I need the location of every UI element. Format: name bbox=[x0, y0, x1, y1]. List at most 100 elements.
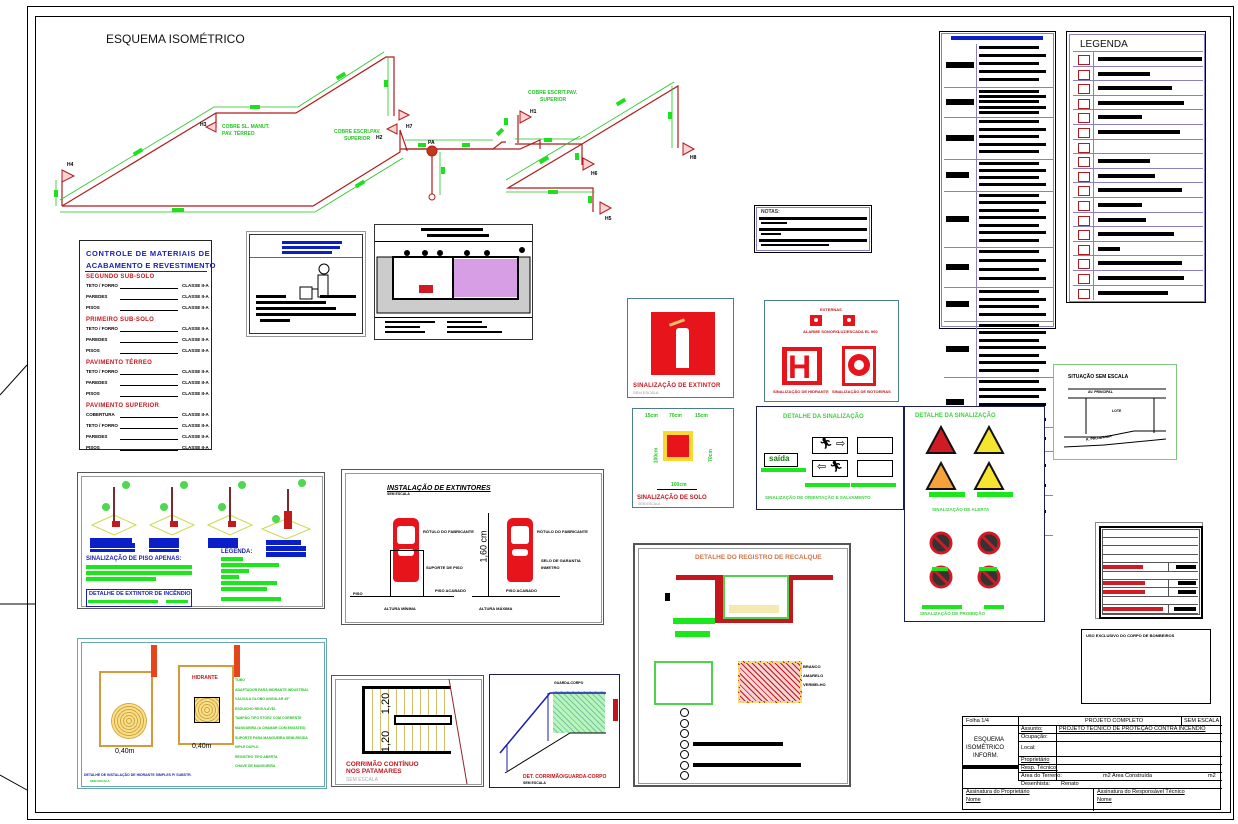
recalque-title: DETALHE DO REGISTRO DE RECALQUE bbox=[695, 554, 822, 561]
extinguisher-on-wall bbox=[507, 518, 533, 582]
label-piso: PISO bbox=[353, 591, 363, 596]
scale-note: SEM ESCALA bbox=[523, 781, 546, 785]
summary-row bbox=[1102, 587, 1198, 597]
extinguisher-icon bbox=[676, 328, 689, 368]
dim-label bbox=[538, 155, 550, 165]
materials-class: CLASSE II-A bbox=[182, 283, 209, 288]
alert-sign-panel: DETALHE DA SINALIZAÇÃO SINALIZAÇÃO DE AL… bbox=[904, 406, 1045, 622]
legend-row bbox=[1073, 153, 1203, 169]
occupancy-label: Ocupação: bbox=[1021, 734, 1048, 740]
materials-section-title: PAVIMENTO TÉRREO bbox=[86, 360, 153, 366]
designer-label: Desenhista: bbox=[1021, 781, 1051, 787]
label-acabado: PISO ACABADO bbox=[435, 588, 466, 593]
materials-class: CLASSE II-A bbox=[182, 445, 209, 450]
recalque-panel: DETALHE DO REGISTRO DE RECALQUE BRANCO A… bbox=[633, 543, 851, 787]
guardrail-top-label: GUARDA-CORPO bbox=[554, 681, 584, 685]
height-label: 1,60 cm bbox=[478, 530, 489, 563]
alarm-label: ALARME SONORO bbox=[803, 329, 839, 334]
hydrant-item: CHAVE DE MANGUEIRA bbox=[235, 764, 276, 769]
note-line: COBRE ESCRIT.PAV. bbox=[528, 90, 578, 96]
hydrant-sign-panel: EXTERNAS ALARME SONORO LUZ/ESCADA EL 960… bbox=[764, 300, 899, 402]
valve-icon bbox=[1078, 142, 1090, 153]
legend-panel: LEGENDA bbox=[1066, 31, 1206, 303]
tech-resp-label: Resp. Técnico: bbox=[1021, 765, 1058, 771]
install-title: INSTALAÇÃO DE EXTINTORES bbox=[387, 485, 491, 492]
dim-label bbox=[132, 147, 144, 157]
hydrant-symbol bbox=[582, 157, 596, 171]
hydrant-item: ESGUICHO REGULÁVEL bbox=[235, 706, 277, 711]
control-panel-icon bbox=[1078, 230, 1090, 241]
owner-name-label: Nome bbox=[966, 797, 981, 803]
extinguisher-caption: SINALIZAÇÃO DE EXTINTOR bbox=[633, 383, 721, 389]
hydrant-item: TUBO bbox=[235, 678, 245, 682]
materials-class: CLASSE II-A bbox=[182, 326, 209, 331]
dim-label bbox=[250, 105, 260, 109]
legend-title: LEGENDA bbox=[1080, 39, 1128, 50]
materials-class: CLASSE II-A bbox=[182, 391, 209, 396]
pump-label: PA bbox=[428, 140, 435, 146]
isometric-diagram bbox=[54, 51, 696, 215]
hydrant-item: ADAPTADOR PARA HIDRANTE INDUSTRIAL bbox=[235, 687, 309, 692]
summary-row bbox=[1102, 537, 1198, 547]
legend-row bbox=[1073, 109, 1203, 125]
fire-dept-box: USO EXCLUSIVO DO CORPO DE BOMBEIROS bbox=[1081, 629, 1211, 704]
legend-row bbox=[1073, 270, 1203, 285]
label-suporte: SUPORTE DE PISO bbox=[426, 565, 463, 570]
color-label: AMARELO bbox=[803, 673, 824, 678]
pump-detail-panel bbox=[246, 231, 366, 337]
hydrant-symbol bbox=[398, 109, 411, 121]
lot-label: LOTE bbox=[1112, 409, 1122, 413]
pipe-segment bbox=[505, 143, 594, 212]
note-line: PAV. TÉRREO bbox=[222, 131, 255, 137]
dim-label bbox=[172, 208, 184, 212]
recalque-cover bbox=[738, 661, 802, 703]
prohibition-caption: SINALIZAÇÃO DE PROIBIÇÃO bbox=[920, 611, 986, 616]
materials-item: PISOS bbox=[86, 305, 100, 310]
bullet-circle bbox=[680, 708, 689, 717]
detector-triangle-icon bbox=[1078, 98, 1090, 109]
legend-row bbox=[1073, 284, 1203, 300]
materials-item: PISOS bbox=[86, 348, 100, 353]
land-area-label: Área do Terreno: bbox=[1021, 773, 1062, 779]
dim-label bbox=[335, 71, 347, 81]
dim-label bbox=[441, 167, 445, 174]
dim-label bbox=[462, 143, 470, 147]
connection-icon bbox=[1078, 244, 1090, 255]
button-caption: SINALIZAÇÃO DE BOTOEIRAS bbox=[832, 389, 891, 394]
hydrant-item: VÁLVULA GLOBO ANGULAR 45° bbox=[235, 697, 290, 702]
legend-row bbox=[1073, 211, 1203, 227]
notes-title: NOTAS: bbox=[761, 209, 780, 215]
m2-unit: m2 bbox=[1103, 773, 1111, 779]
light-sign bbox=[843, 315, 855, 326]
site-plan-title: SITUAÇÃO SEM ESCALA bbox=[1068, 374, 1129, 380]
hydrant-item: REGISTRO TIPO ABERTA bbox=[235, 754, 278, 759]
guardrail-caption: DET. CORRIMÃO/GUARDA-CORPO bbox=[523, 774, 607, 780]
guardrail-mesh bbox=[553, 691, 605, 733]
extinguisher-detail-panel: SINALIZAÇÃO DE PISO APENAS: LEGENDA: DET… bbox=[77, 472, 325, 609]
materials-class: CLASSE II-A bbox=[182, 434, 209, 439]
note-line: COBRE SL. MANUT. bbox=[222, 124, 270, 130]
valve-symbol bbox=[428, 193, 436, 201]
materials-item: TETO / FORRO bbox=[86, 283, 118, 288]
alert-triangle-icon bbox=[925, 460, 957, 490]
stair-caption: CORRIMÃO CONTÍNUO bbox=[346, 761, 419, 768]
spec-table bbox=[939, 31, 1056, 536]
pump-connection-icon bbox=[1078, 171, 1090, 182]
recalque-box bbox=[654, 661, 713, 705]
label-inmetro: INMETRO bbox=[541, 565, 560, 570]
label-rotulo: RÓTULO DO FABRICANTE bbox=[537, 529, 588, 534]
scale-note: SEM ESCALA bbox=[633, 390, 659, 395]
guardrail-panel: GUARDA-CORPO DET. CORRIMÃO/GUARDA-CORPO … bbox=[489, 674, 620, 788]
dim-label bbox=[668, 112, 672, 119]
bullet-circle bbox=[680, 718, 689, 728]
hydrant-box-icon bbox=[1078, 215, 1090, 226]
hydrant-caption: SINALIZAÇÃO DE HIDRANTE bbox=[773, 389, 829, 394]
project-title: PROJETO COMPLETO bbox=[1085, 718, 1144, 724]
legend-row bbox=[1073, 138, 1203, 154]
sheet-title: ESQUEMA ISOMÉTRICO bbox=[106, 32, 245, 46]
pump-symbol bbox=[426, 145, 438, 157]
